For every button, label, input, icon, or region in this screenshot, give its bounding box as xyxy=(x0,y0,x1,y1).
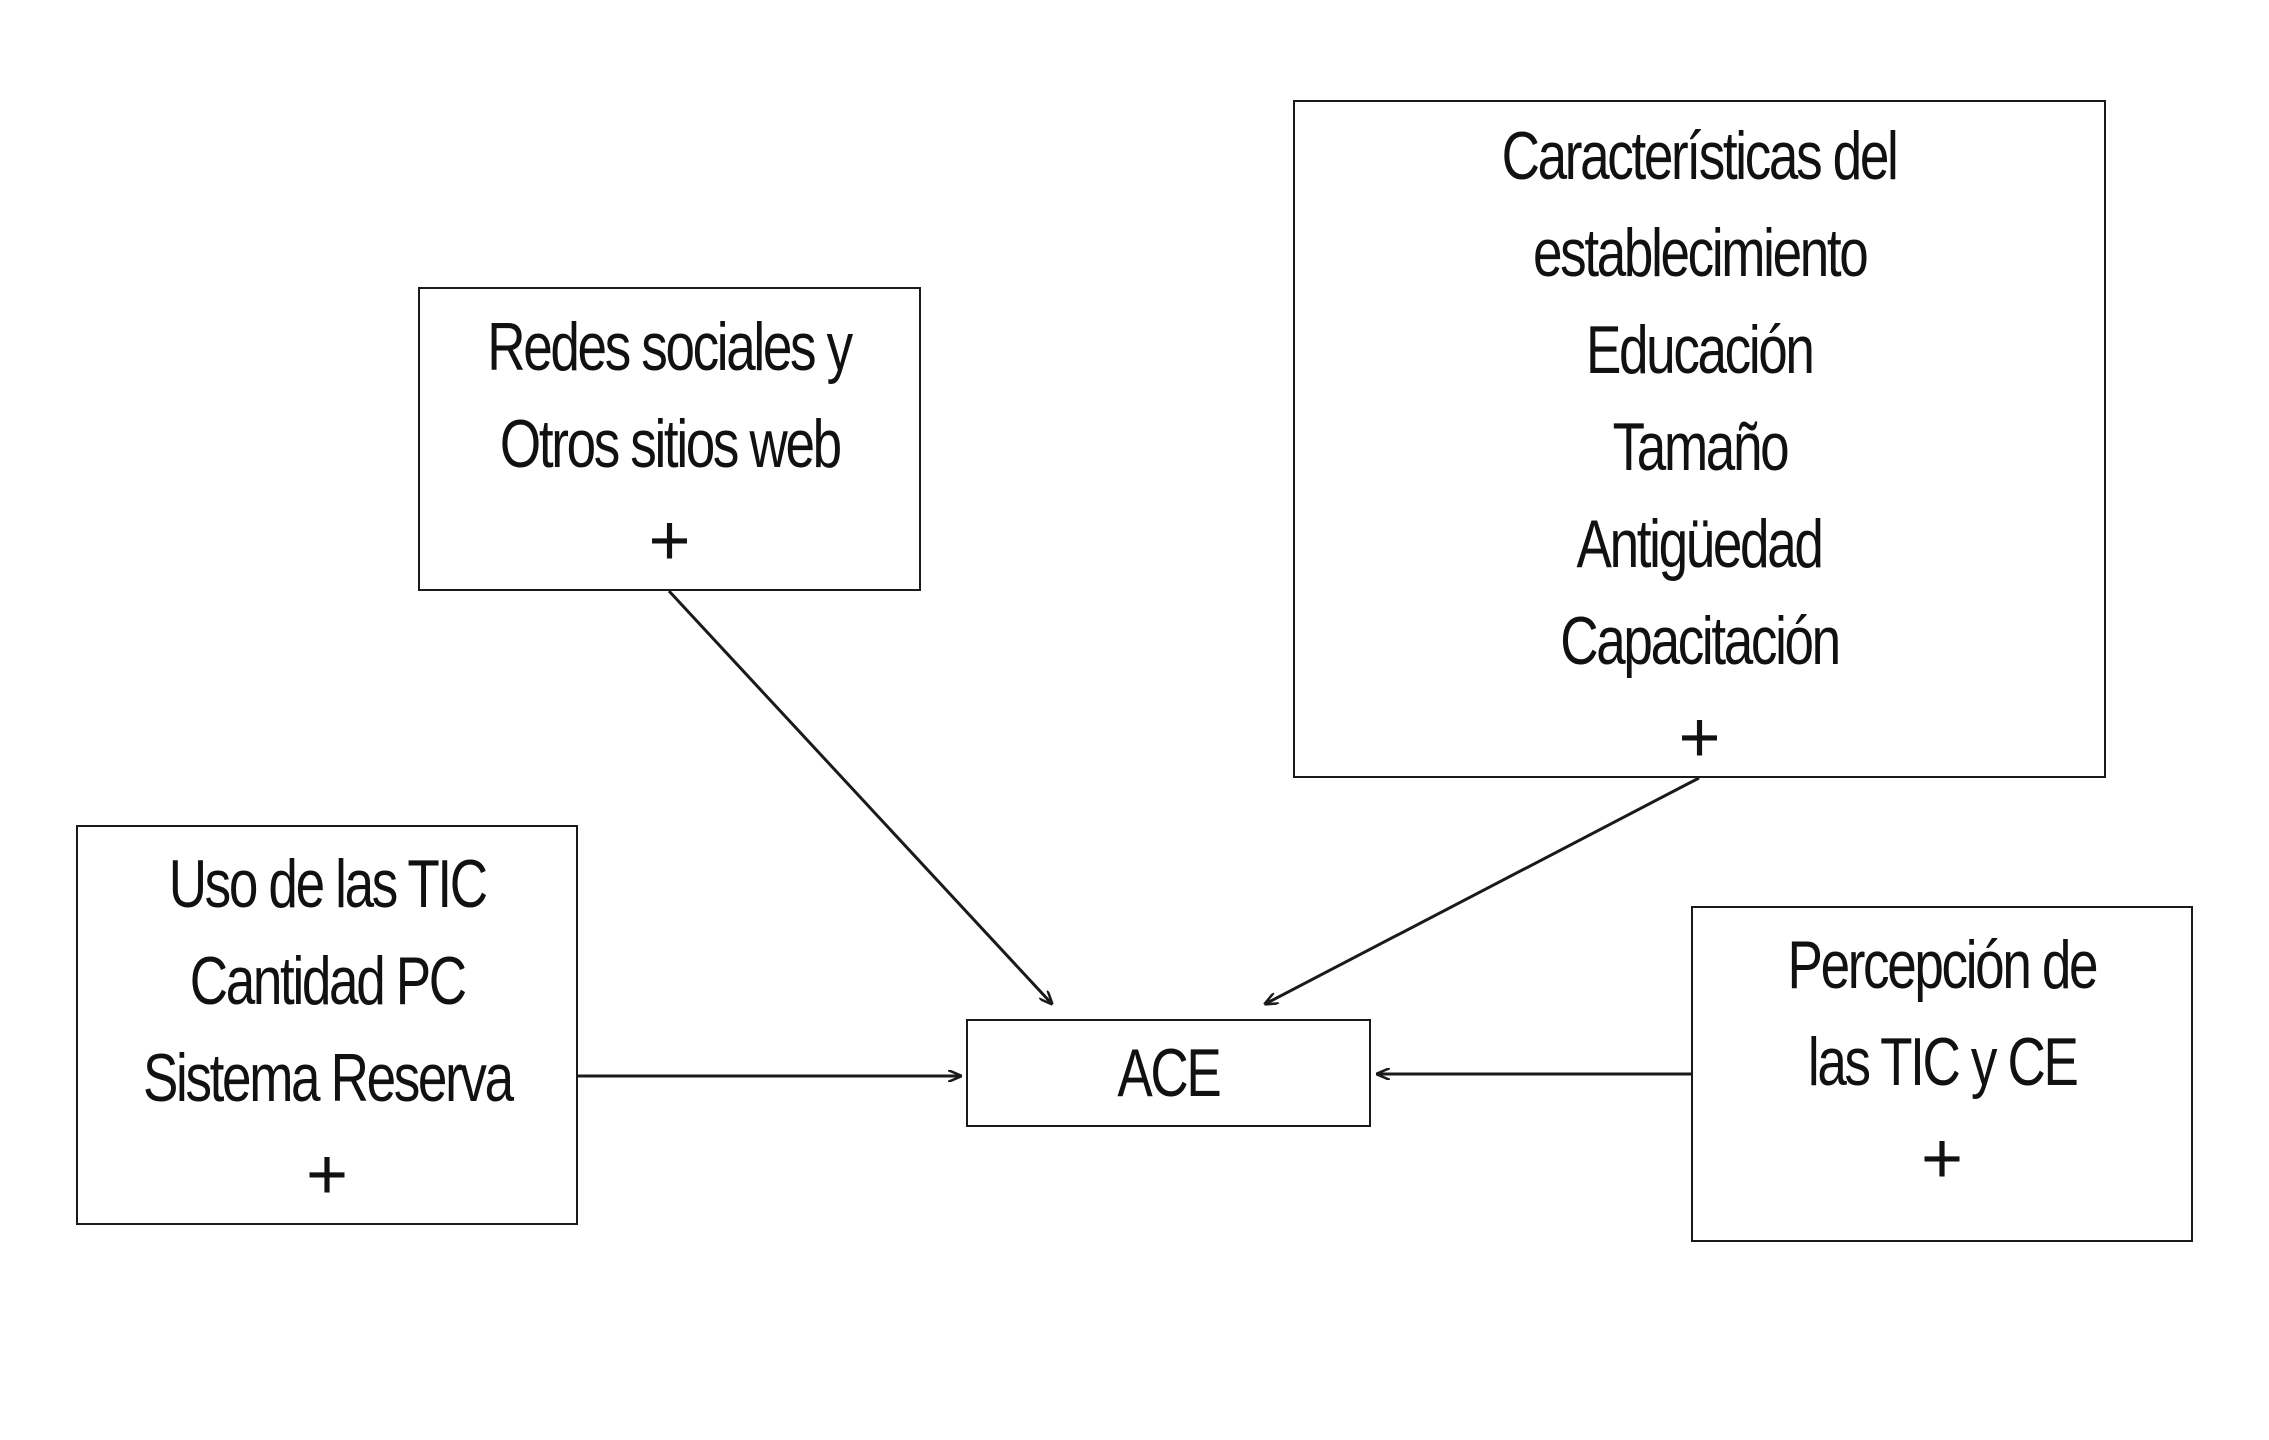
positive-sign: + xyxy=(648,501,691,581)
node-label-line: Antigüedad xyxy=(1577,506,1824,582)
node-label-line: Sistema Reserva xyxy=(142,1040,514,1116)
node-caracteristicas-establecimiento: Características del establecimiento Educ… xyxy=(1293,100,2106,778)
node-label-line: establecimiento xyxy=(1532,215,1869,291)
node-ace: ACE xyxy=(966,1019,1371,1127)
node-label-line: Características del xyxy=(1502,118,1899,194)
node-redes-sociales: Redes sociales y Otros sitios web + xyxy=(418,287,921,591)
node-label-line: Cantidad PC xyxy=(189,943,467,1019)
node-label: ACE xyxy=(1117,1035,1221,1111)
node-label-line: Redes sociales y xyxy=(487,309,854,385)
edge-redes-to-ace xyxy=(667,589,1052,1004)
node-label-line: Tamaño xyxy=(1612,409,1789,485)
node-label-line: Educación xyxy=(1586,312,1815,388)
node-percepcion-tic: Percepción de las TIC y CE + xyxy=(1691,906,2193,1242)
node-label-line: Otros sitios web xyxy=(499,406,842,482)
node-uso-tic: Uso de las TIC Cantidad PC Sistema Reser… xyxy=(76,825,578,1225)
edge-caracteristicas-to-ace xyxy=(1265,776,1700,1004)
node-label-line: Percepción de xyxy=(1787,927,2099,1003)
node-label-line: Capacitación xyxy=(1560,603,1841,679)
positive-sign: + xyxy=(1678,698,1721,778)
positive-sign: + xyxy=(305,1135,349,1215)
positive-sign: + xyxy=(1920,1119,1964,1199)
node-label-line: las TIC y CE xyxy=(1807,1024,2079,1100)
node-label-line: Uso de las TIC xyxy=(168,846,487,922)
